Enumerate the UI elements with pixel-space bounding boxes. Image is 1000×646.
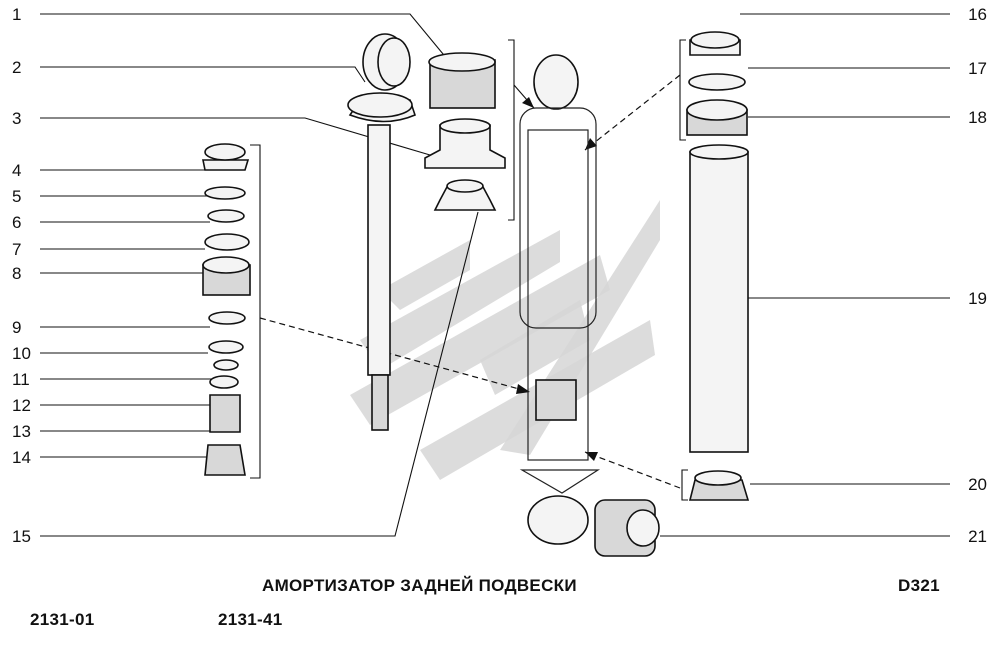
callout-18: 18 (968, 108, 987, 127)
callout-4: 4 (12, 161, 21, 180)
callout-16: 16 (968, 5, 987, 24)
assembled-shock-outline (519, 54, 660, 557)
leader-lines-left (40, 13, 479, 537)
callout-20: 20 (968, 475, 987, 494)
callout-12: 12 (12, 396, 31, 415)
callout-8: 8 (12, 264, 21, 283)
callout-11: 11 (12, 370, 30, 389)
assembly-arrows (259, 74, 681, 489)
callout-2: 2 (12, 58, 21, 77)
callout-3: 3 (12, 109, 21, 128)
top-seal-parts (424, 52, 506, 211)
piston-rod-assembly (347, 33, 416, 431)
model-code-1: 2131-01 (30, 610, 95, 629)
callout-6: 6 (12, 213, 21, 232)
callout-13: 13 (12, 422, 31, 441)
callout-19: 19 (968, 289, 987, 308)
model-code-2: 2131-41 (218, 610, 283, 629)
callout-7: 7 (12, 240, 21, 259)
diagram-title: АМОРТИЗАТОР ЗАДНЕЙ ПОДВЕСКИ (262, 576, 577, 595)
callout-17: 17 (968, 59, 987, 78)
watermark-logo (350, 200, 660, 480)
callout-5: 5 (12, 187, 21, 206)
callout-9: 9 (12, 318, 21, 337)
callout-10: 10 (12, 344, 31, 363)
callout-21: 21 (968, 527, 987, 546)
diagram-code: D321 (898, 576, 940, 595)
callout-14: 14 (12, 448, 31, 467)
callout-1: 1 (12, 5, 21, 24)
cylinder-parts (686, 31, 750, 501)
leader-lines-right (660, 13, 950, 537)
group-brackets (250, 39, 688, 501)
callout-15: 15 (12, 527, 31, 546)
valve-small-parts (202, 143, 251, 476)
